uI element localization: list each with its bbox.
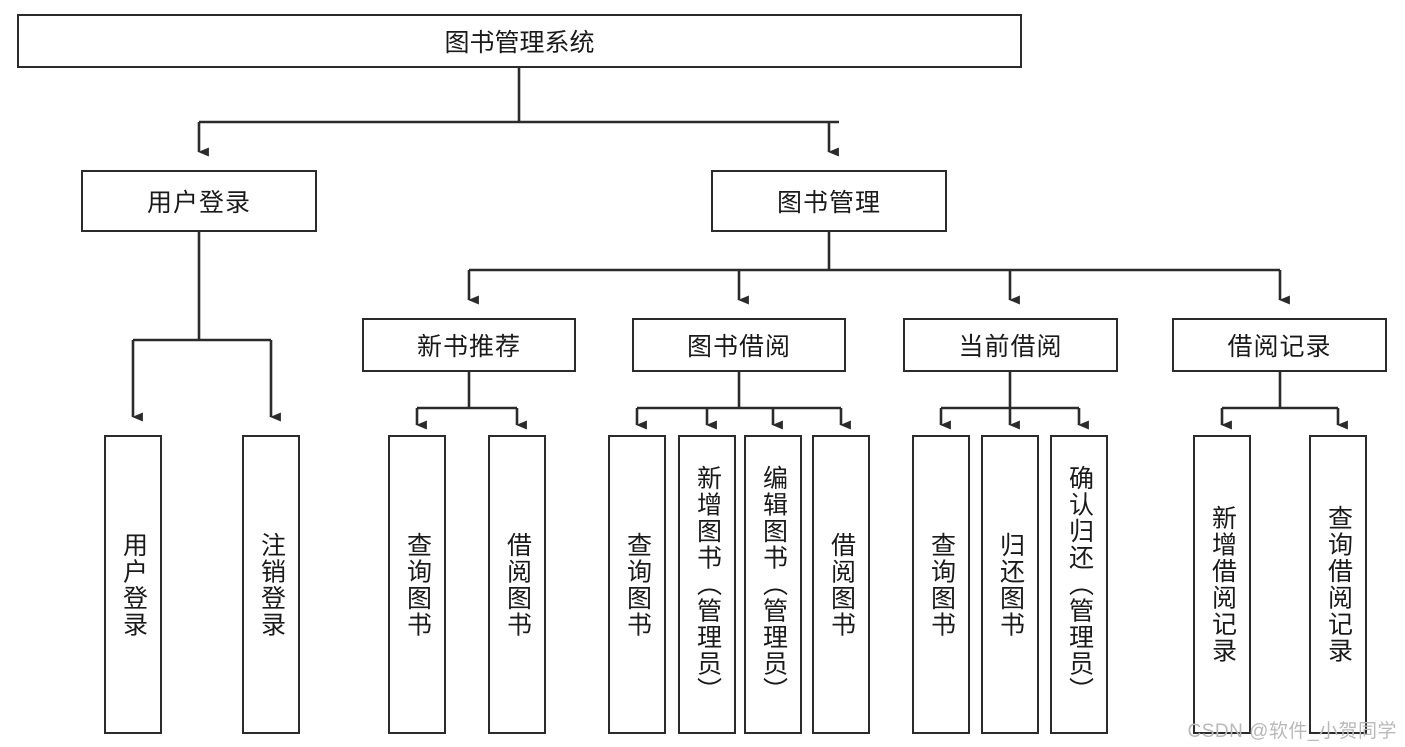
leaf-add-record-label: 新增借阅记录 (1208, 505, 1237, 664)
leaf-edit-book-label: 编辑图书（管理员） (759, 465, 788, 704)
leaf-query-book-2[interactable]: 查询图书 (608, 435, 666, 734)
node-current-borrow[interactable]: 当前借阅 (903, 318, 1118, 372)
leaf-return-book[interactable]: 归还图书 (981, 435, 1039, 734)
leaf-query-book-3-label: 查询图书 (927, 531, 956, 638)
leaf-query-book-1[interactable]: 查询图书 (388, 435, 446, 734)
leaf-query-book-2-label: 查询图书 (623, 531, 652, 638)
leaf-query-record-label: 查询借阅记录 (1324, 505, 1353, 664)
leaf-borrow-book-1[interactable]: 借阅图书 (488, 435, 546, 734)
node-book-borrow[interactable]: 图书借阅 (632, 318, 846, 372)
leaf-query-book-1-label: 查询图书 (403, 531, 432, 638)
watermark: CSDN @软件_小贺同学 (1187, 721, 1397, 742)
leaf-query-record[interactable]: 查询借阅记录 (1309, 435, 1367, 734)
node-root[interactable]: 图书管理系统 (17, 14, 1022, 68)
leaf-confirm-return[interactable]: 确认归还（管理员） (1050, 435, 1108, 734)
node-borrow-record[interactable]: 借阅记录 (1172, 318, 1387, 372)
node-book-management[interactable]: 图书管理 (711, 170, 947, 232)
node-root-label: 图书管理系统 (444, 29, 595, 57)
leaf-add-book-label: 新增图书（管理员） (693, 465, 722, 704)
node-new-book-recommend[interactable]: 新书推荐 (362, 318, 576, 372)
leaf-query-book-3[interactable]: 查询图书 (912, 435, 970, 734)
node-user-login[interactable]: 用户登录 (81, 170, 317, 232)
leaf-add-record[interactable]: 新增借阅记录 (1193, 435, 1251, 734)
leaf-return-book-label: 归还图书 (996, 531, 1025, 638)
node-book-borrow-label: 图书借阅 (686, 333, 791, 361)
leaf-user-login[interactable]: 用户登录 (104, 435, 162, 734)
leaf-confirm-return-label: 确认归还（管理员） (1065, 465, 1094, 704)
leaf-user-login-label: 用户登录 (119, 531, 148, 638)
leaf-edit-book[interactable]: 编辑图书（管理员） (744, 435, 802, 734)
leaf-user-logout[interactable]: 注销登录 (242, 435, 300, 734)
node-book-management-label: 图书管理 (776, 189, 881, 217)
leaf-borrow-book-1-label: 借阅图书 (503, 531, 532, 638)
node-current-borrow-label: 当前借阅 (958, 333, 1063, 361)
node-borrow-record-label: 借阅记录 (1227, 333, 1332, 361)
leaf-add-book[interactable]: 新增图书（管理员） (678, 435, 736, 734)
node-user-login-label: 用户登录 (146, 189, 251, 217)
leaf-user-logout-label: 注销登录 (257, 531, 286, 638)
node-new-book-recommend-label: 新书推荐 (416, 333, 521, 361)
leaf-borrow-book-2[interactable]: 借阅图书 (812, 435, 870, 734)
leaf-borrow-book-2-label: 借阅图书 (827, 531, 856, 638)
